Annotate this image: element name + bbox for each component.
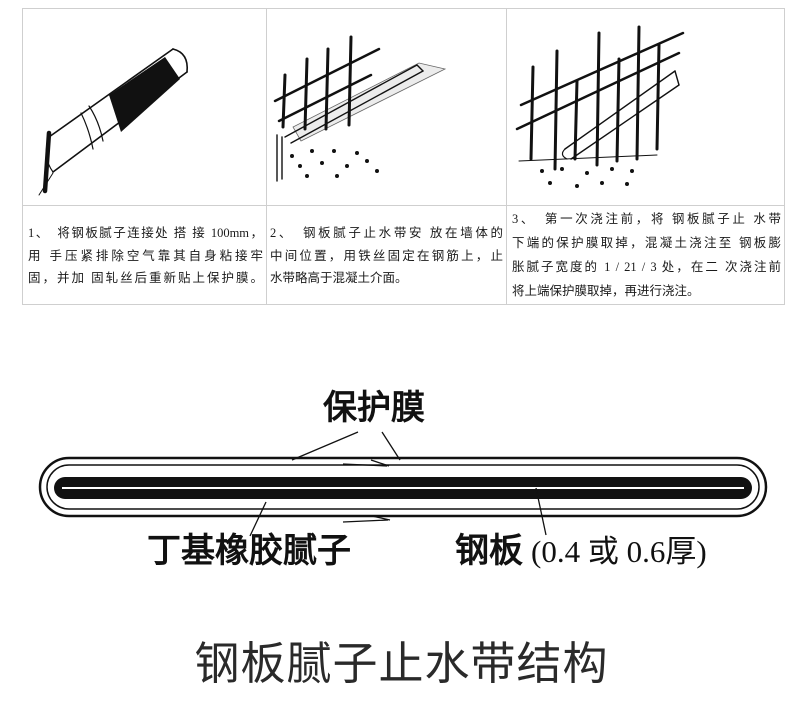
overlap-line-1	[80, 112, 94, 150]
film-top-half-arrow	[342, 459, 390, 467]
rebar-horizontal-1	[515, 51, 681, 131]
rebar-vertical-1	[529, 65, 535, 161]
step-3-text-line: 3、 第一次浇注前，将 钢板腻子止 水带	[512, 212, 781, 226]
steel-plate-label-name: 钢板	[455, 532, 523, 570]
film-leader-left	[291, 431, 359, 461]
step-1-text: 1、 将钢板腻子连接处 搭 接 100mm， 用 手压紧排除空气靠其自身粘接牢 …	[23, 205, 266, 304]
step-3-illustration	[506, 9, 784, 205]
waterstop-strip-top	[284, 64, 418, 138]
step-2-text-line: 水带略高于混凝土介面。	[270, 271, 408, 285]
rebar-vertical-7	[655, 43, 661, 151]
rebar-vertical-3	[573, 79, 579, 161]
rebar-horizontal-1	[273, 47, 381, 103]
butyl-putty-layer	[46, 464, 760, 510]
rebar-vertical-6	[635, 25, 641, 161]
protective-film-label: 保护膜	[323, 389, 425, 427]
rebar-vertical-5	[615, 57, 621, 163]
step-1-drawing	[38, 48, 189, 196]
waterstop-strip-top	[564, 70, 676, 150]
steel-plate-label: 钢板(0.4 或 0.6厚)	[455, 530, 707, 573]
step-2-text-line: 2、 钢板腻子止水带安 放在墙体的	[270, 226, 503, 240]
waterstop-cross-section	[38, 431, 768, 537]
step-2-text-line: 中间位置，用铁丝固定在钢筋上，止	[270, 248, 503, 263]
waterstop-strip-end	[674, 70, 680, 86]
step-1-illustration	[23, 9, 266, 205]
overlap-black-band	[109, 57, 180, 132]
step-3-text-line: 胀腻子宽度的 1 / 21 / 3 处，在二 次浇注前	[512, 260, 781, 274]
plate-leader	[535, 487, 547, 536]
tube-top-edge	[48, 48, 174, 138]
film-curl	[561, 148, 568, 160]
steel-bar	[42, 130, 52, 194]
butyl-putty-label: 丁基橡胶腻子	[147, 532, 351, 570]
concrete-dots	[540, 167, 634, 188]
instruction-table: 1、 将钢板腻子连接处 搭 接 100mm， 用 手压紧排除空气靠其自身粘接牢 …	[22, 8, 785, 305]
rebar-horizontal-2	[519, 31, 685, 107]
steel-plate-thickness: (0.4 或 0.6厚)	[531, 534, 707, 569]
step-1-text-line: 1、 将钢板腻子连接处 搭 接 100mm，	[28, 226, 263, 240]
step-2-text: 2、 钢板腻子止水带安 放在墙体的 中间位置，用铁丝固定在钢筋上，止 水带略高于…	[266, 205, 506, 304]
rebar-vertical-4	[595, 31, 601, 167]
step-3-text-line: 下端的保护膜取掉，混凝土浇注至 钢板膨	[512, 236, 781, 250]
concrete-base-line	[518, 154, 658, 162]
rebar-vertical-2	[303, 57, 309, 131]
concrete-dots	[290, 149, 379, 178]
step-2-illustration	[266, 9, 506, 205]
putty-leader	[249, 501, 267, 537]
film-bottom-half-arrow	[342, 515, 391, 523]
film-leader-right	[381, 431, 401, 461]
waterstop-strip-end	[416, 64, 424, 72]
rebar-vertical-4	[347, 35, 353, 127]
step-3-text: 3、 第一次浇注前，将 钢板腻子止 水带 下端的保护膜取掉，混凝土浇注至 钢板膨…	[506, 205, 784, 304]
figure-title: 钢板腻子止水带结构	[194, 638, 609, 689]
rebar-vertical-3	[324, 47, 330, 131]
step-3-drawing	[515, 25, 685, 188]
overlap-line-2	[88, 105, 104, 142]
step-1-text-line: 固，并加 固轧丝后重新贴上保护膜。	[28, 271, 263, 285]
step-1-text-line: 用 手压紧排除空气靠其自身粘接牢	[28, 248, 263, 263]
waterstop-strip-bottom	[570, 84, 680, 160]
tube-end-curve	[172, 48, 189, 73]
step-2-drawing	[273, 35, 447, 182]
step-3-text-line: 将上端保护膜取掉，再进行浇注。	[512, 284, 700, 298]
rebar-horizontal-2	[277, 73, 373, 123]
waterstop-strip-bottom	[290, 70, 424, 144]
